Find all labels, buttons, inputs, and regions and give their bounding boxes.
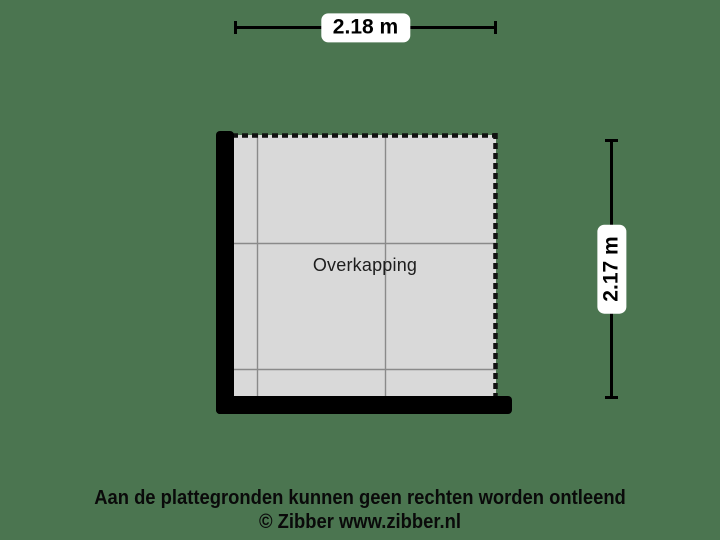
dimension-tick-end-icon bbox=[494, 21, 497, 34]
dimension-top-label: 2.18 m bbox=[320, 12, 411, 43]
wall-bottom bbox=[216, 396, 512, 414]
dimension-top: 2.18 m bbox=[234, 12, 497, 43]
footer-disclaimer-line-1: Aan de plattegronden kunnen geen rechten… bbox=[94, 487, 626, 509]
footer-copyright-line: © Zibber www.zibber.nl bbox=[258, 511, 461, 533]
dimension-tick-end-icon bbox=[605, 396, 618, 399]
room-structure bbox=[210, 128, 520, 423]
room-floor-fill bbox=[234, 135, 496, 406]
room-gridlines bbox=[234, 135, 496, 406]
room-dashed-edges bbox=[232, 133, 498, 408]
dimension-right-label: 2.17 m bbox=[596, 224, 627, 314]
footer-disclaimer: Aan de plattegronden kunnen geen rechten… bbox=[0, 486, 720, 534]
room-solid-walls bbox=[216, 131, 512, 414]
dimension-right: 2.17 m bbox=[596, 139, 627, 399]
wall-left bbox=[216, 131, 234, 414]
dimension-tick-start-icon bbox=[234, 21, 237, 34]
dimension-tick-start-icon bbox=[605, 139, 618, 142]
